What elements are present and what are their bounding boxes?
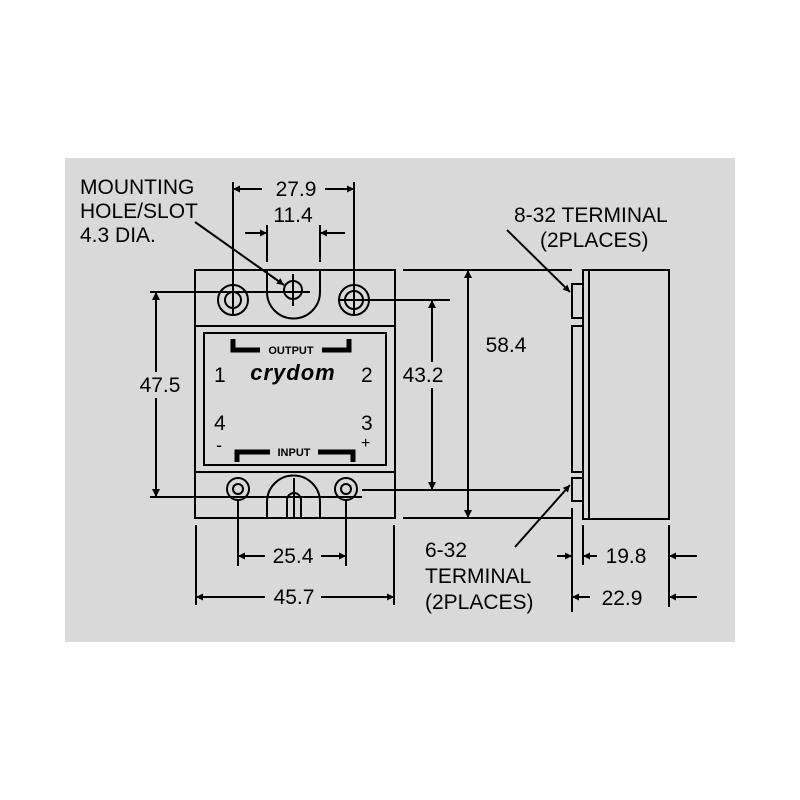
pin-4-label: 4	[214, 412, 226, 435]
drawing-background	[65, 158, 735, 642]
terminal-8-32	[571, 283, 584, 319]
side-view	[571, 269, 670, 520]
dim-22-9: 22.9	[602, 587, 643, 610]
output-label: OUTPUT	[268, 345, 314, 357]
svg-text:8-32 TERMINAL: 8-32 TERMINAL	[514, 204, 668, 227]
terminal-8-32-callout: 8-32 TERMINAL (2PLACES)	[514, 204, 668, 252]
svg-text:TERMINAL: TERMINAL	[425, 565, 531, 588]
dimension-labels: 27.9 11.4 47.5 43.2 58.4 25.4 45.7 19.8 …	[130, 178, 648, 610]
side-body-outline	[582, 269, 670, 520]
dim-58-4: 58.4	[486, 334, 527, 357]
dim-27-9: 27.9	[276, 178, 317, 201]
pin-2-label: 2	[361, 364, 373, 387]
minus-sign: -	[216, 435, 222, 455]
crydom-logo: crydom	[250, 360, 335, 385]
pin-1-label: 1	[214, 364, 226, 387]
svg-text:(2PLACES): (2PLACES)	[540, 229, 649, 252]
mounting-hole-callout: MOUNTING HOLE/SLOT 4.3 DIA.	[80, 176, 198, 247]
terminal-6-32	[571, 477, 584, 502]
dim-11-4: 11.4	[273, 204, 313, 227]
mounting-slot-top	[266, 270, 321, 320]
svg-text:(2PLACES): (2PLACES)	[425, 591, 534, 614]
svg-text:6-32: 6-32	[425, 539, 467, 562]
label-area	[203, 332, 387, 466]
dim-45-7: 45.7	[274, 586, 315, 609]
svg-text:4.3 DIA.: 4.3 DIA.	[80, 224, 156, 247]
svg-text:HOLE/SLOT: HOLE/SLOT	[80, 200, 198, 223]
svg-text:MOUNTING: MOUNTING	[80, 176, 194, 199]
dim-25-4: 25.4	[273, 545, 314, 568]
dim-43-2: 43.2	[403, 364, 444, 387]
plus-sign: +	[361, 435, 370, 452]
dim-47-5: 47.5	[140, 374, 181, 397]
pin-3-label: 3	[361, 412, 373, 435]
dim-19-8: 19.8	[606, 545, 647, 568]
dimension-lines	[152, 185, 697, 601]
terminal-6-32-callout: 6-32 TERMINAL (2PLACES)	[425, 539, 534, 614]
input-label: INPUT	[278, 447, 311, 459]
